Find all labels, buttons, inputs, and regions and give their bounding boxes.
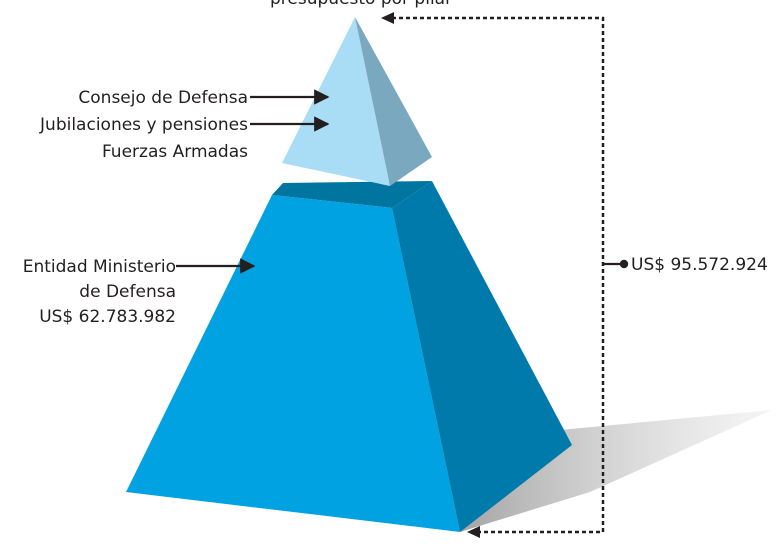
consejo-label: Consejo de Defensa	[78, 88, 248, 108]
total-bracket	[392, 16, 605, 534]
top-pyramid-front-face	[282, 17, 390, 186]
fuerzas-label: Fuerzas Armadas	[102, 142, 248, 162]
bracket-bottom-arrowhead	[467, 526, 480, 538]
total-amount: US$ 95.572.924	[631, 255, 768, 275]
base-top-face	[272, 181, 432, 208]
base-front-face	[126, 195, 460, 532]
top-label-cropped: presupuesto por pilar	[270, 0, 452, 9]
bracket-top-arrowhead	[381, 12, 394, 24]
entidad-amount: US$ 62.783.982	[39, 307, 176, 327]
top-pyramid-side-face	[355, 17, 432, 186]
total-dot	[619, 259, 629, 269]
entidad-label-line2: de Defensa	[79, 282, 176, 302]
jubilaciones-label: Jubilaciones y pensiones	[39, 115, 248, 135]
base-side-face	[392, 181, 572, 532]
entidad-label-line1: Entidad Ministerio	[23, 257, 176, 277]
top-label-text: presupuesto por pilar	[270, 0, 452, 9]
pyramid-shadow	[460, 410, 772, 532]
